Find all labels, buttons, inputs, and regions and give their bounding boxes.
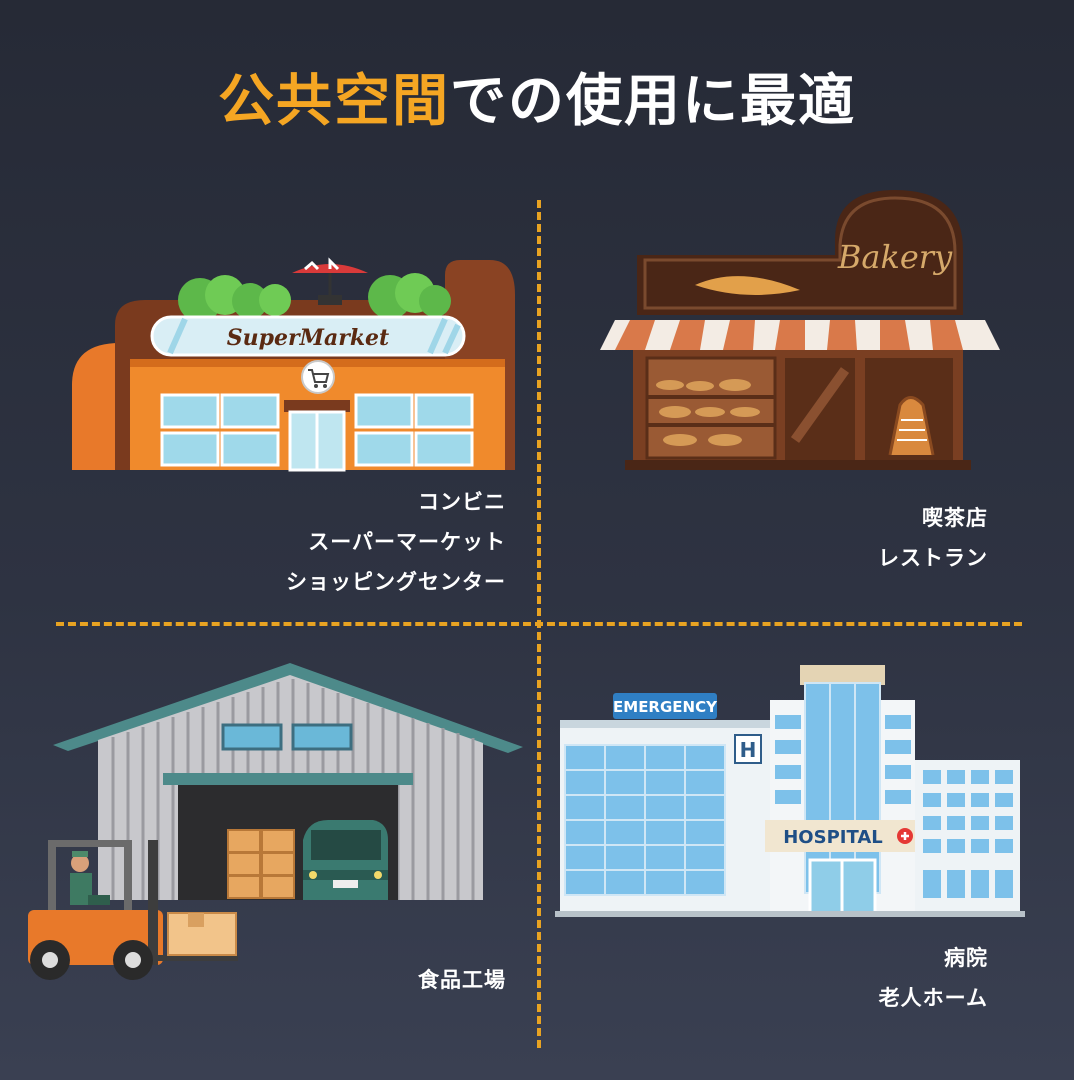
caption-line: 老人ホーム xyxy=(878,986,988,1010)
supermarket-sign: SuperMarket xyxy=(227,325,389,351)
horizontal-divider xyxy=(56,622,1022,626)
warehouse-illustration xyxy=(28,663,523,980)
caption-line: スーパーマーケット xyxy=(308,530,506,554)
bakery-illustration: Bakery xyxy=(600,190,1000,470)
caption-healthcare: 病院 老人ホーム xyxy=(879,938,988,1018)
h-sign: H xyxy=(740,738,757,762)
emergency-sign: EMERGENCY xyxy=(613,698,718,716)
caption-line: 病院 xyxy=(944,946,988,970)
title-rest: での使用に最適 xyxy=(450,69,856,134)
title-highlight: 公共空間 xyxy=(218,69,450,134)
hospital-illustration: EMERGENCY H HOSPITAL xyxy=(555,665,1025,917)
caption-line: ショッピングセンター xyxy=(286,570,506,594)
caption-food-service: 喫茶店 レストラン xyxy=(878,498,988,578)
caption-retail: コンビニ スーパーマーケット ショッピングセンター xyxy=(286,482,506,602)
bakery-sign: Bakery xyxy=(837,238,953,276)
supermarket-illustration: SuperMarket xyxy=(72,257,515,472)
hospital-sign: HOSPITAL xyxy=(783,827,883,848)
caption-line: レストラン xyxy=(878,546,988,570)
caption-line: コンビニ xyxy=(418,490,506,514)
caption-line: 喫茶店 xyxy=(922,506,988,530)
caption-line: 食品工場 xyxy=(418,968,506,992)
caption-industrial: 食品工場 xyxy=(418,960,506,1000)
page-title: 公共空間での使用に最適 xyxy=(0,62,1074,142)
